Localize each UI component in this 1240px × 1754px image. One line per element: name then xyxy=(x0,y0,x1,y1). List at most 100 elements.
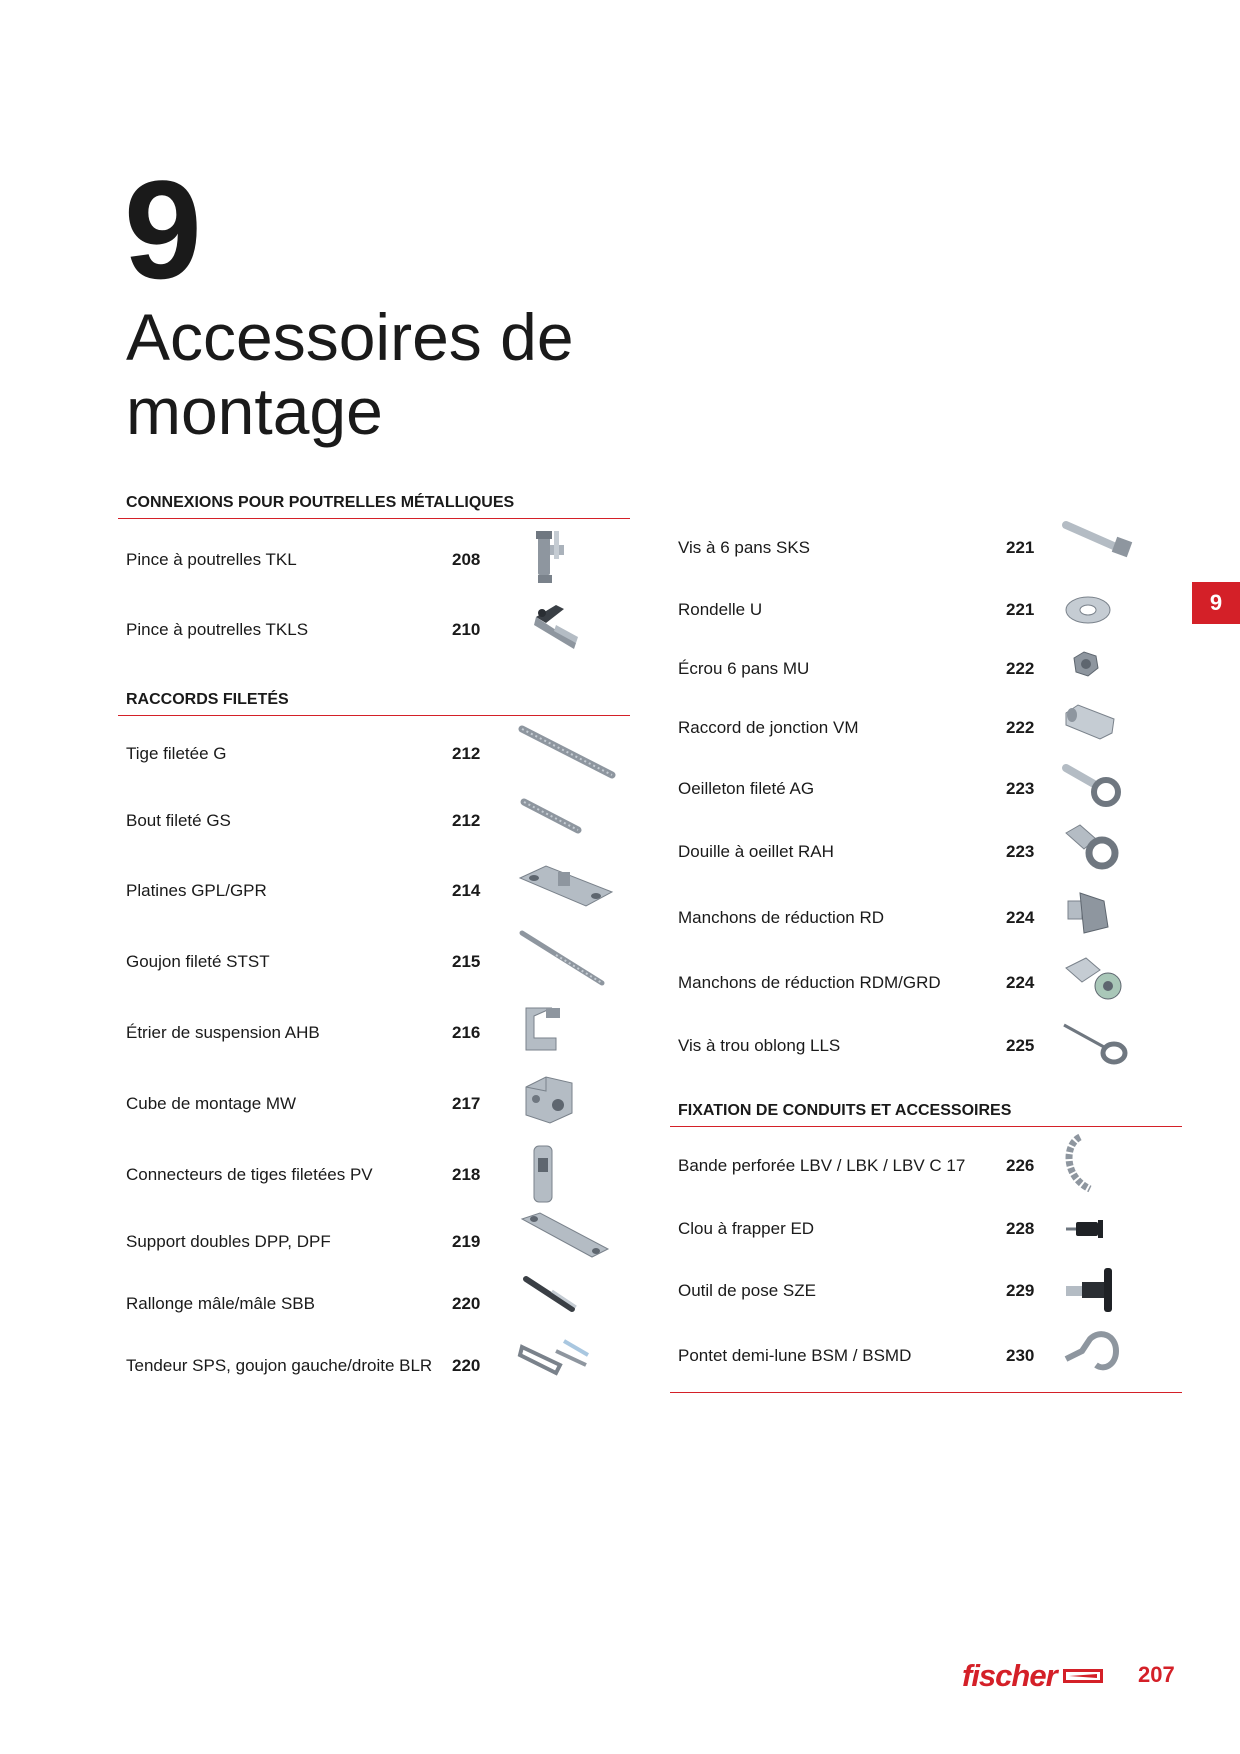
perforated-band-icon xyxy=(1065,1133,1092,1193)
item-page: 218 xyxy=(452,1165,481,1184)
item-name: Étrier de suspension AHB xyxy=(126,1023,320,1042)
item-name: Goujon fileté STST xyxy=(126,952,270,971)
hammer-nail-icon xyxy=(1066,1220,1103,1238)
brand-name: fischer xyxy=(962,1658,1058,1693)
item-page: 226 xyxy=(1006,1156,1035,1175)
item-page: 217 xyxy=(452,1094,481,1113)
list-item[interactable]: Bande perforée LBV / LBK / LBV C 17 226 xyxy=(670,1133,1182,1199)
extension-icon xyxy=(523,1276,577,1312)
slot-screw-icon xyxy=(1063,1023,1128,1065)
chapter-tab[interactable]: 9 xyxy=(1192,582,1240,624)
item-page: 210 xyxy=(452,620,481,639)
item-name: Raccord de jonction VM xyxy=(678,718,859,737)
item-name: Tige filetée G xyxy=(126,744,227,763)
item-name: Connecteurs de tiges filetées PV xyxy=(126,1165,373,1184)
list-item[interactable]: Manchons de réduction RD 224 xyxy=(670,884,1182,952)
double-support-icon xyxy=(520,1212,610,1258)
chapter-number: 9 xyxy=(124,151,202,308)
list-item[interactable]: Connecteurs de tiges filetées PV 218 xyxy=(118,1140,630,1210)
reducing-sleeve-icon xyxy=(1067,892,1109,934)
item-page: 224 xyxy=(1006,908,1035,927)
item-page: 214 xyxy=(452,881,481,900)
half-moon-clip-icon xyxy=(1064,1331,1120,1371)
list-item[interactable]: Manchons de réduction RDM/GRD 224 xyxy=(670,952,1182,1014)
chapter-title: Accessoires de montage xyxy=(126,300,574,448)
section-end-line xyxy=(670,1392,1182,1393)
item-page: 220 xyxy=(452,1356,481,1375)
list-item[interactable]: Raccord de jonction VM 222 xyxy=(670,698,1182,758)
item-page: 223 xyxy=(1006,779,1035,798)
list-item[interactable]: Clou à frapper ED 228 xyxy=(670,1199,1182,1259)
list-item[interactable]: Goujon fileté STST 215 xyxy=(118,926,630,998)
list-item[interactable]: Outil de pose SZE 229 xyxy=(670,1259,1182,1323)
left-column: CONNEXIONS POUR POUTRELLES MÉTALLIQUES P… xyxy=(118,492,630,1398)
item-page: 216 xyxy=(452,1023,481,1042)
brand-logo: fischer xyxy=(962,1658,1103,1694)
list-item[interactable]: Tendeur SPS, goujon gauche/droite BLR 22… xyxy=(118,1334,630,1398)
list-item[interactable]: Vis à 6 pans SKS 221 xyxy=(670,516,1182,580)
list-item[interactable]: Pince à poutrelles TKL 208 xyxy=(118,525,630,595)
list-item[interactable]: Pince à poutrelles TKLS 210 xyxy=(118,595,630,665)
right-column: Vis à 6 pans SKS 221 Rondelle U 221 Écro… xyxy=(670,516,1182,1389)
list-item[interactable]: Oeilleton fileté AG 223 xyxy=(670,758,1182,820)
threaded-bolt-icon xyxy=(519,930,605,986)
item-name: Bande perforée LBV / LBK / LBV C 17 xyxy=(678,1156,966,1175)
list-item[interactable]: Rondelle U 221 xyxy=(670,580,1182,640)
item-name: Platines GPL/GPR xyxy=(126,881,267,900)
hex-nut-icon xyxy=(1073,651,1099,677)
joint-coupler-icon xyxy=(1065,704,1115,740)
washer-icon xyxy=(1065,596,1111,624)
item-name: Écrou 6 pans MU xyxy=(678,659,810,678)
item-name: Rallonge mâle/mâle SBB xyxy=(126,1294,315,1313)
item-page: 219 xyxy=(452,1232,481,1251)
item-name: Rondelle U xyxy=(678,600,763,619)
list-item[interactable]: Bout fileté GS 212 xyxy=(118,786,630,856)
item-page: 229 xyxy=(1006,1281,1035,1300)
item-page: 228 xyxy=(1006,1219,1035,1238)
threaded-rod-icon xyxy=(518,725,616,779)
item-name: Manchons de réduction RD xyxy=(678,908,885,927)
section-heading: CONNEXIONS POUR POUTRELLES MÉTALLIQUES xyxy=(118,492,630,519)
section-heading: FIXATION DE CONDUITS ET ACCESSOIRES xyxy=(670,1100,1182,1127)
page-number: 207 xyxy=(1138,1662,1175,1687)
beam-clamp-icon xyxy=(536,531,564,583)
item-page: 222 xyxy=(1006,659,1035,678)
threaded-stud-short-icon xyxy=(520,798,582,834)
list-item[interactable]: Support doubles DPP, DPF 219 xyxy=(118,1210,630,1274)
item-page: 212 xyxy=(452,744,481,763)
item-page: 221 xyxy=(1006,600,1035,619)
item-page: 215 xyxy=(452,952,481,971)
item-name: Manchons de réduction RDM/GRD xyxy=(678,973,941,992)
item-name: Clou à frapper ED xyxy=(678,1219,815,1238)
setting-tool-icon xyxy=(1066,1268,1112,1312)
list-item[interactable]: Platines GPL/GPR 214 xyxy=(118,856,630,926)
item-page: 212 xyxy=(452,811,481,830)
section-heading: RACCORDS FILETÉS xyxy=(118,689,630,716)
item-page: 224 xyxy=(1006,973,1035,992)
item-page: 208 xyxy=(452,550,481,569)
item-name: Pince à poutrelles TKLS xyxy=(126,620,309,639)
list-item[interactable]: Écrou 6 pans MU 222 xyxy=(670,640,1182,698)
rod-connector-icon xyxy=(533,1145,553,1203)
suspension-bracket-icon xyxy=(525,1007,560,1051)
list-item[interactable]: Douille à oeillet RAH 223 xyxy=(670,820,1182,884)
list-item[interactable]: Vis à trou oblong LLS 225 xyxy=(670,1014,1182,1078)
hex-screw-icon xyxy=(1062,521,1133,558)
item-name: Douille à oeillet RAH xyxy=(678,842,834,861)
eye-bolt-icon xyxy=(1062,764,1121,807)
item-name: Support doubles DPP, DPF xyxy=(126,1232,331,1251)
list-item[interactable]: Cube de montage MW 217 xyxy=(118,1068,630,1140)
fischer-badge-icon xyxy=(1062,1669,1103,1683)
mounting-cube-icon xyxy=(525,1076,573,1124)
list-item[interactable]: Tige filetée G 212 xyxy=(118,722,630,786)
item-name: Oeilleton fileté AG xyxy=(678,779,815,798)
list-item[interactable]: Étrier de suspension AHB 216 xyxy=(118,998,630,1068)
item-name: Cube de montage MW xyxy=(126,1094,297,1113)
item-page: 225 xyxy=(1006,1036,1035,1055)
list-item[interactable]: Pontet demi-lune BSM / BSMD 230 xyxy=(670,1323,1182,1389)
item-name: Bout fileté GS xyxy=(126,811,231,830)
item-page: 230 xyxy=(1006,1346,1035,1365)
list-item[interactable]: Rallonge mâle/mâle SBB 220 xyxy=(118,1274,630,1334)
item-name: Vis à trou oblong LLS xyxy=(678,1036,841,1055)
item-name: Tendeur SPS, goujon gauche/droite BLR xyxy=(126,1356,433,1375)
